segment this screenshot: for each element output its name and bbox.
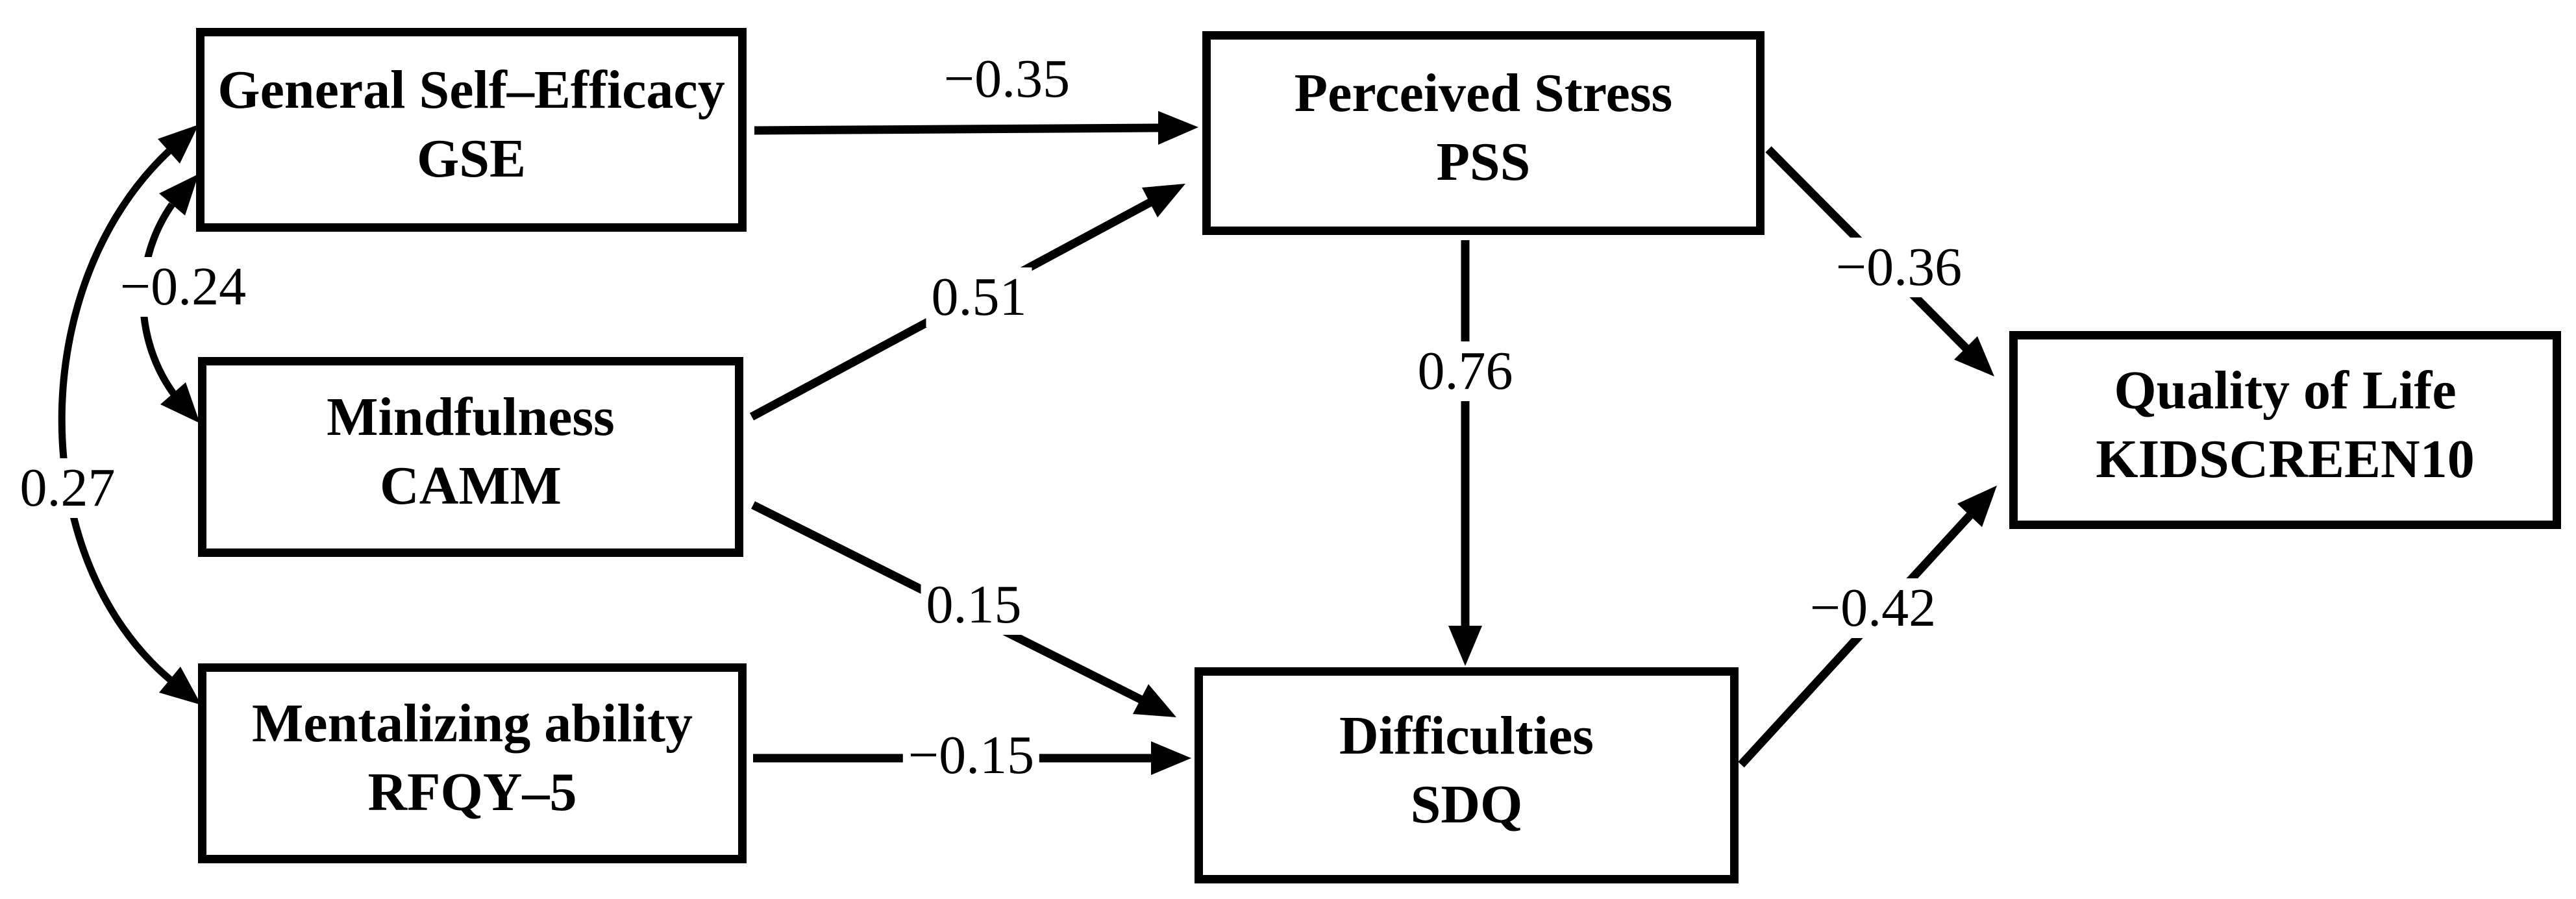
node-label: Mindfulness — [327, 387, 615, 447]
coefficient-gse-pss: −0.35 — [938, 49, 1076, 109]
node-label: General Self–Efficacy — [217, 60, 725, 120]
node-label: Difficulties — [1339, 705, 1594, 766]
node-abbreviation: GSE — [416, 129, 526, 189]
node-difficulties: Difficulties SDQ — [1195, 667, 1739, 883]
arrow-pss-to-qol-head — [1954, 336, 1994, 376]
node-abbreviation: PSS — [1436, 132, 1531, 192]
node-abbreviation: KIDSCREEN10 — [2096, 428, 2475, 489]
coefficient-pss-qol: −0.36 — [1830, 238, 1968, 297]
arrow-camm-to-pss-head — [1142, 184, 1185, 217]
node-mentalizing-ability: Mentalizing ability RFQY–5 — [198, 663, 747, 863]
node-label: Quality of Life — [2114, 360, 2457, 421]
arrow-rfqy-to-sdq-head — [1151, 741, 1191, 775]
arrow-sdq-to-qol-head — [1957, 486, 1997, 527]
coefficient-gse-rfqy: 0.27 — [14, 458, 121, 518]
arrow-pss-to-sdq-head — [1448, 626, 1482, 666]
node-abbreviation: RFQY–5 — [367, 762, 577, 822]
arrow-sdq-to-qol-line — [1738, 510, 1975, 768]
correlation-gse-rfqy-arc — [58, 148, 173, 683]
correlation-gse-camm-head-top — [159, 174, 199, 216]
coefficient-pss-sdq: 0.76 — [1412, 341, 1518, 401]
coefficient-camm-pss: 0.51 — [926, 267, 1032, 327]
node-label: Mentalizing ability — [252, 693, 693, 754]
node-abbreviation: SDQ — [1410, 774, 1523, 835]
node-label: Perceived Stress — [1294, 63, 1673, 123]
node-quality-of-life: Quality of Life KIDSCREEN10 — [2009, 331, 2561, 529]
coefficient-camm-sdq: 0.15 — [921, 575, 1027, 635]
correlation-gse-rfqy-head-top — [158, 125, 199, 164]
node-mindfulness: Mindfulness CAMM — [198, 357, 743, 557]
correlation-gse-rfqy-head-bottom — [159, 667, 201, 705]
coefficient-sdq-qol: −0.42 — [1804, 578, 1942, 638]
coefficient-gse-camm: −0.24 — [114, 257, 252, 317]
arrow-gse-to-pss-line — [754, 123, 1160, 135]
correlation-gse-camm-head-bottom — [160, 382, 200, 423]
arrow-camm-to-sdq-head — [1133, 684, 1176, 717]
coefficient-rfqy-sdq: −0.15 — [902, 726, 1040, 785]
node-abbreviation: CAMM — [380, 456, 562, 516]
arrow-gse-to-pss-head — [1158, 111, 1198, 145]
node-general-self-efficacy: General Self–Efficacy GSE — [196, 28, 747, 232]
node-perceived-stress: Perceived Stress PSS — [1202, 31, 1765, 235]
